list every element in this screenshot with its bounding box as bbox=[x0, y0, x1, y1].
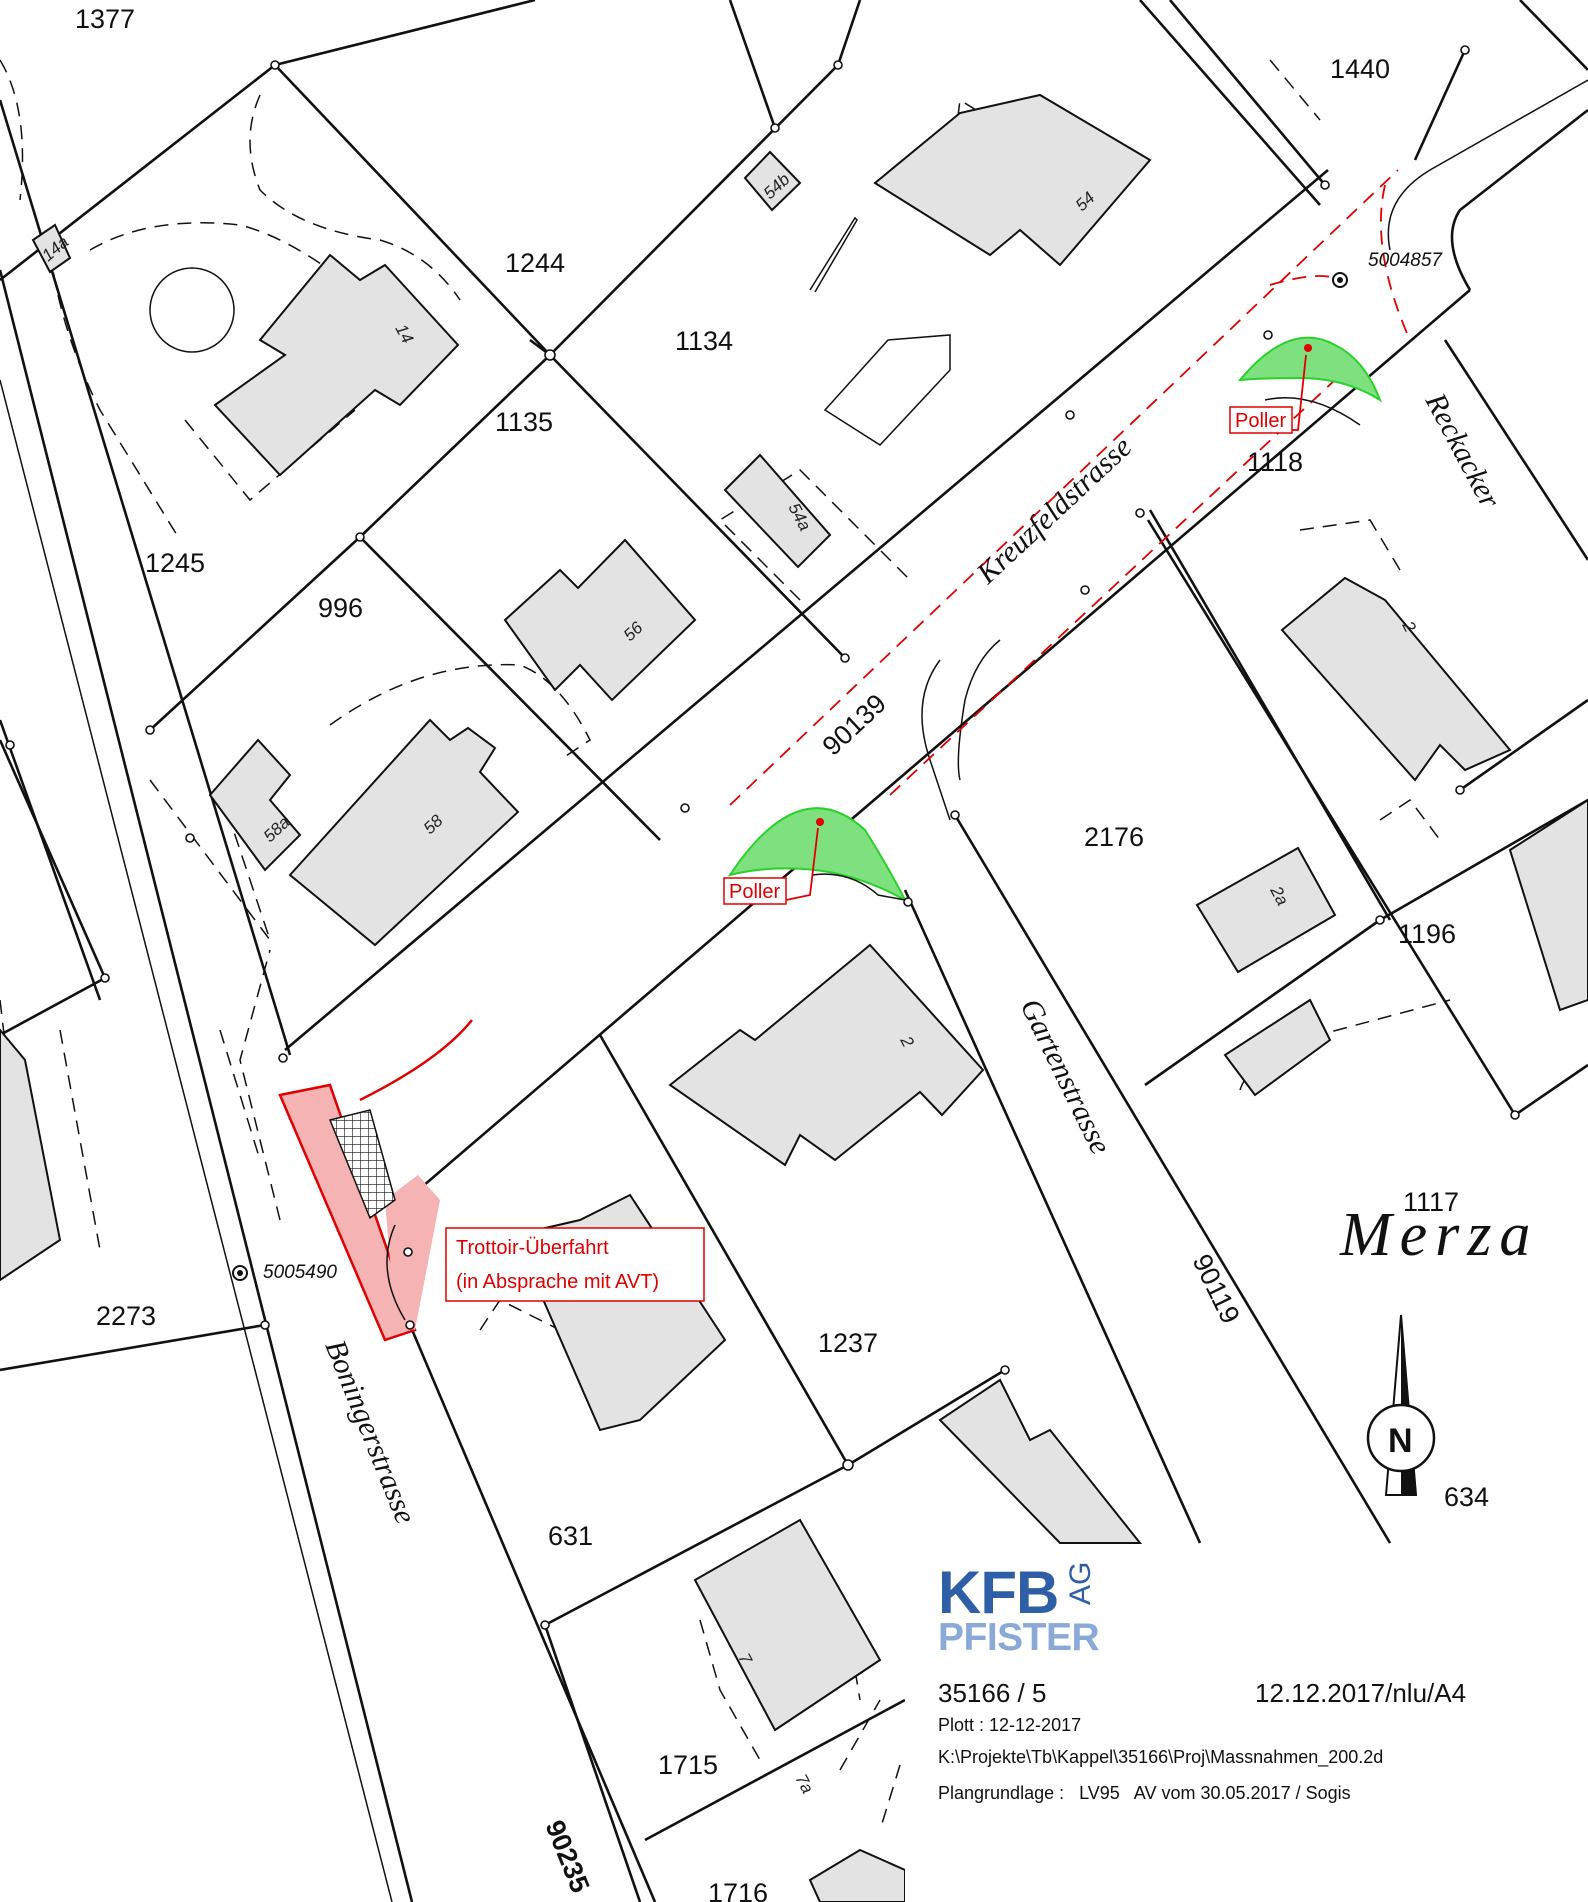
building-14a bbox=[31, 223, 72, 274]
poller-label-1: Poller bbox=[723, 827, 819, 905]
building-14 bbox=[213, 253, 460, 477]
building-54b bbox=[743, 150, 802, 212]
street-reckacker: Reckacker bbox=[1418, 387, 1506, 514]
parcel-1117: 1117 bbox=[1403, 1187, 1459, 1217]
project-number: 35166 / 5 bbox=[938, 1678, 1047, 1708]
roundabout-circle bbox=[149, 267, 235, 353]
parcel-1237: 1237 bbox=[818, 1328, 878, 1358]
street-gartenstrasse: Gartenstrasse bbox=[1014, 994, 1117, 1160]
logo-ag: AG bbox=[1064, 1561, 1097, 1605]
trottoir-label: Trottoir-Überfahrt (in Absprache mit AVT… bbox=[445, 1227, 705, 1302]
trottoir-crossing bbox=[278, 1019, 473, 1342]
street-labels: Kreuzfeldstrasse Reckacker Gartenstrasse… bbox=[319, 387, 1538, 1529]
svg-text:N: N bbox=[1388, 1422, 1413, 1460]
svg-text:Poller: Poller bbox=[1235, 410, 1286, 432]
parcel-1245: 1245 bbox=[145, 548, 205, 578]
building-54 bbox=[873, 93, 1152, 267]
plott-date: Plott : 12-12-2017 bbox=[938, 1715, 1082, 1735]
parcel-634: 634 bbox=[1444, 1482, 1489, 1512]
point-label-5005490: 5005490 bbox=[263, 1262, 337, 1283]
plan-basis: Plangrundlage : LV95 AV vom 30.05.2017 /… bbox=[938, 1783, 1351, 1803]
svg-text:Trottoir-Überfahrt: Trottoir-Überfahrt bbox=[456, 1237, 609, 1259]
parcel-2176: 2176 bbox=[1084, 822, 1144, 852]
building-58a bbox=[208, 738, 302, 872]
building-reckacker-2 bbox=[1280, 576, 1512, 782]
survey-points bbox=[5, 45, 1520, 1630]
poller-label-2: Poller bbox=[1229, 354, 1307, 434]
parcel-1118: 1118 bbox=[1247, 447, 1303, 477]
building-outline-1134 bbox=[823, 334, 951, 446]
parcel-labels: 1377 1244 1440 1134 1135 1245 996 1118 2… bbox=[75, 4, 1489, 1902]
svg-text:(in Absprache mit AVT): (in Absprache mit AVT) bbox=[456, 1271, 659, 1293]
parcel-996: 996 bbox=[318, 593, 363, 623]
file-path: K:\Projekte\Tb\Kappel\35166\Proj\Massnah… bbox=[938, 1747, 1384, 1767]
parcel-1244: 1244 bbox=[505, 248, 565, 278]
poller-point-2 bbox=[1304, 344, 1312, 352]
parcel-1134: 1134 bbox=[675, 326, 733, 356]
poller-point-1 bbox=[816, 818, 824, 826]
poller-areas bbox=[727, 336, 1382, 903]
building-54a bbox=[723, 453, 832, 569]
poller-area-2 bbox=[1237, 336, 1382, 403]
building-634-group bbox=[938, 1378, 1143, 1544]
street-merza: Merza bbox=[1339, 1201, 1538, 1269]
house-7a: 7a bbox=[791, 1771, 817, 1797]
road-proposal-dashed bbox=[729, 169, 1411, 806]
point-label-5004857: 5004857 bbox=[1368, 250, 1443, 271]
road-90235: 90235 bbox=[539, 1816, 595, 1897]
line-1134 bbox=[809, 216, 858, 293]
building-1196-annex bbox=[1223, 998, 1332, 1097]
parcel-1377: 1377 bbox=[75, 4, 135, 34]
parcel-1716: 1716 bbox=[708, 1878, 768, 1902]
kreuzfeldstrasse-edges bbox=[284, 169, 1471, 1211]
building-2a bbox=[1195, 846, 1337, 974]
road-90139: 90139 bbox=[817, 688, 892, 761]
parcel-1715: 1715 bbox=[658, 1750, 718, 1780]
street-kreuzfeldstrasse: Kreuzfeldstrasse bbox=[970, 430, 1139, 590]
parcel-1135: 1135 bbox=[495, 407, 553, 437]
title-block: KFB AG PFISTER 35166 / 5 12.12.2017/nlu/… bbox=[905, 1545, 1588, 1902]
gartenstrasse-edges bbox=[903, 814, 1392, 1544]
street-boningerstrasse: Boningerstrasse bbox=[319, 1335, 423, 1528]
parcel-631: 631 bbox=[548, 1521, 593, 1551]
hatched-area bbox=[328, 1109, 396, 1220]
building-bottom bbox=[808, 1848, 906, 1902]
parcel-2273: 2273 bbox=[96, 1301, 156, 1331]
building-right-edge bbox=[1508, 798, 1588, 1012]
reckacker-edges bbox=[1387, 0, 1588, 561]
parcel-1196: 1196 bbox=[1398, 919, 1456, 949]
building-56 bbox=[503, 538, 697, 702]
poller-area-1 bbox=[727, 807, 908, 903]
svg-text:Poller: Poller bbox=[729, 881, 780, 903]
logo-pfister: PFISTER bbox=[938, 1616, 1100, 1659]
building-left-edge bbox=[0, 1028, 62, 1282]
building-7 bbox=[693, 1518, 882, 1732]
logo-kfb: KFB bbox=[938, 1559, 1059, 1626]
building-2 bbox=[668, 943, 985, 1167]
date-reference: 12.12.2017/nlu/A4 bbox=[1255, 1678, 1467, 1708]
building-58 bbox=[288, 718, 520, 947]
north-arrow-icon: N bbox=[1366, 1314, 1436, 1496]
parcel-1440: 1440 bbox=[1330, 54, 1390, 84]
